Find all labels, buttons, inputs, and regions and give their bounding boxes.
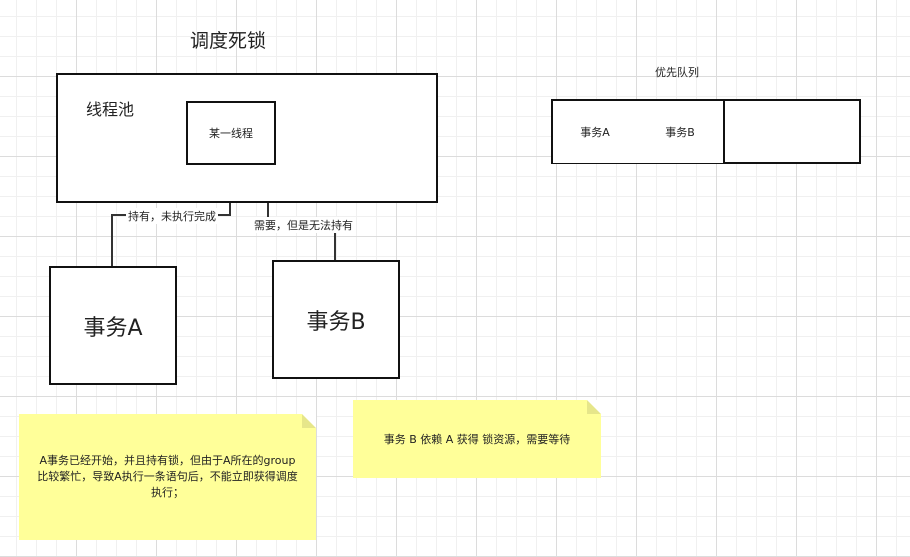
thread-box: 某一线程 [186,101,276,165]
note-fold-icon [302,414,316,428]
edge-a-label: 持有，未执行完成 [126,208,218,224]
note-a-text: A事务已经开始，并且持有锁，但由于A所在的group比较繁忙，导致A执行一条语句… [37,454,298,499]
priority-queue-label: 优先队列 [655,66,699,79]
diagram-title: 调度死锁 [190,30,267,52]
thread-pool-label: 线程池 [86,100,135,119]
queue-item: 事务A [553,101,639,163]
priority-queue-box: 事务A 事务B [551,99,861,164]
edge-b-label: 需要，但是无法持有 [252,217,355,233]
thread-pool-box: 线程池 某一线程 [56,73,438,203]
note-b: 事务 B 依赖 A 获得 锁资源，需要等待 [353,400,601,478]
transaction-b-box: 事务B [272,260,400,379]
note-fold-icon [587,400,601,414]
transaction-a-box: 事务A [49,266,177,385]
note-a: A事务已经开始，并且持有锁，但由于A所在的group比较繁忙，导致A执行一条语句… [19,414,316,540]
queue-item: 事务B [637,101,725,163]
note-b-text: 事务 B 依赖 A 获得 锁资源，需要等待 [383,433,571,446]
